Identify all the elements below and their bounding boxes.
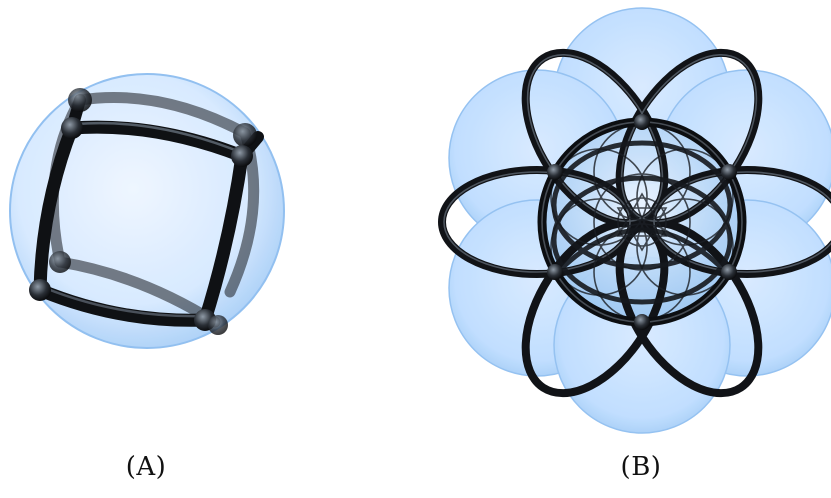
- panel-b-sphere-cluster: [442, 8, 831, 433]
- panel-a-caption: (A): [126, 452, 167, 482]
- panel-b-caption: (B): [621, 452, 662, 482]
- panel-a-sphere-frame: [10, 74, 284, 348]
